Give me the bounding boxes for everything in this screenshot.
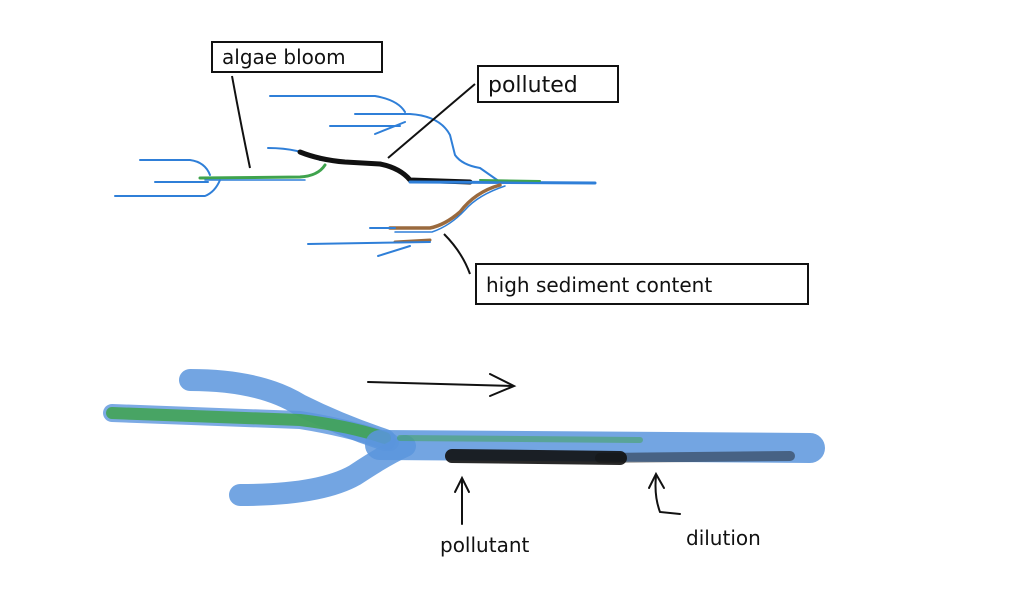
main-outflow bbox=[408, 180, 597, 185]
bottom-tributary-2 bbox=[307, 241, 431, 245]
sediment-text: high sediment content bbox=[486, 273, 712, 297]
dilution-arrow-head bbox=[648, 471, 665, 489]
bottom-tributary-3 bbox=[377, 245, 411, 257]
sediment-edge bbox=[394, 185, 506, 233]
river-network-top bbox=[114, 95, 597, 257]
sediment-branch bbox=[388, 183, 502, 230]
pollutant-marker bbox=[454, 475, 470, 525]
river-dilution-diagram bbox=[103, 369, 825, 506]
flow-arrow-head bbox=[489, 373, 517, 397]
sediment-pointer bbox=[443, 233, 471, 275]
dilution-text: dilution bbox=[686, 526, 761, 550]
flow-arrow-line bbox=[367, 381, 513, 387]
pollutant-text: pollutant bbox=[440, 533, 529, 557]
polluted-segment bbox=[297, 149, 473, 185]
polluted-pointer bbox=[387, 83, 476, 159]
top-tributary-2 bbox=[354, 113, 501, 183]
sediment-box bbox=[475, 263, 809, 305]
dilution-arrow bbox=[654, 475, 681, 515]
sediment-label: high sediment content bbox=[443, 233, 809, 305]
pollutant-plume bbox=[445, 449, 627, 465]
algae-channel bbox=[198, 163, 327, 180]
top-tributary-1 bbox=[269, 95, 406, 113]
main-outflow-algae bbox=[479, 179, 541, 182]
top-tributary-4 bbox=[374, 121, 406, 135]
flow-arrow bbox=[367, 373, 517, 397]
polluted-label: polluted bbox=[387, 65, 619, 159]
tributary-left-3 bbox=[114, 179, 221, 197]
algae-bloom-label: algae bloom bbox=[211, 41, 383, 169]
polluted-text: polluted bbox=[488, 73, 578, 98]
pollutant-plume-diluted bbox=[595, 451, 795, 463]
algae-bloom-pointer bbox=[231, 75, 251, 169]
polluted-box bbox=[477, 65, 619, 103]
tributary-left-1 bbox=[139, 159, 211, 176]
dilution-marker bbox=[648, 471, 681, 515]
pollutant-arrow-head bbox=[454, 475, 470, 493]
algae-bloom-text: algae bloom bbox=[222, 45, 346, 69]
main-stream bbox=[365, 430, 825, 463]
main-stream-green bbox=[397, 435, 643, 443]
algae-bloom-box bbox=[211, 41, 383, 73]
